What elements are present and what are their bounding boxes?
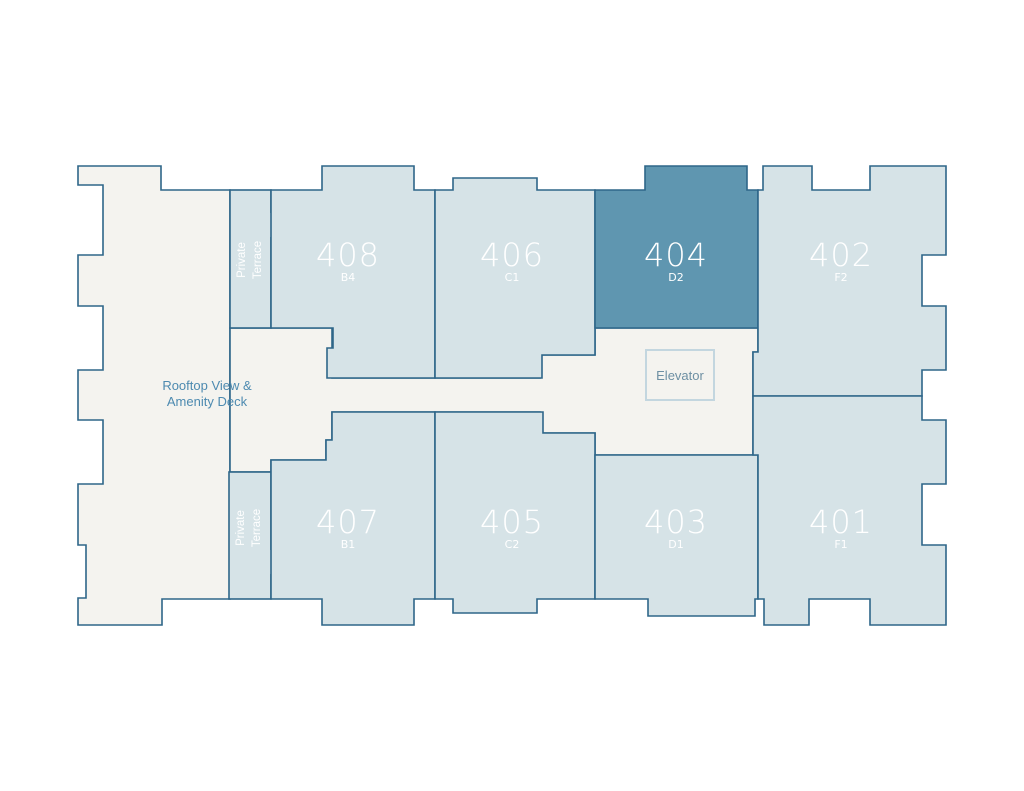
unit-403-number: 403 xyxy=(644,503,708,541)
amenity-deck-label: Rooftop View & Amenity Deck xyxy=(162,378,252,409)
unit-401-code: F1 xyxy=(834,538,847,551)
unit-402-code: F2 xyxy=(834,271,847,284)
unit-405-code: C2 xyxy=(505,538,520,551)
unit-407-code: B1 xyxy=(341,538,356,551)
unit-404-shape[interactable] xyxy=(594,165,759,329)
unit-405[interactable]: 405 C2 xyxy=(434,411,596,614)
terrace-bottom-label-2: Terrace xyxy=(251,509,263,547)
terrace-top-label-1: Private xyxy=(236,242,248,278)
unit-403[interactable]: 403 D1 xyxy=(594,454,759,617)
terrace-bottom-label-1: Private xyxy=(235,510,247,546)
private-terrace-bottom: Private Terrace xyxy=(228,471,273,600)
amenity-label-line2: Amenity Deck xyxy=(167,394,248,409)
elevator-label: Elevator xyxy=(656,368,704,383)
unit-402-number: 402 xyxy=(809,236,873,274)
unit-402-shape[interactable] xyxy=(752,165,947,397)
elevator-box xyxy=(645,349,715,401)
terrace-top-label-2: Terrace xyxy=(252,241,264,279)
unit-403-code: D1 xyxy=(668,538,683,551)
unit-408-number: 408 xyxy=(316,236,380,274)
amenity-label-line1: Rooftop View & xyxy=(162,378,252,393)
elevator: Elevator xyxy=(645,349,715,401)
unit-408-code: B4 xyxy=(341,271,356,284)
unit-402[interactable]: 402 F2 xyxy=(752,165,947,397)
unit-401[interactable]: 401 F1 xyxy=(752,395,947,626)
unit-405-shape[interactable] xyxy=(434,411,596,614)
unit-401-number: 401 xyxy=(809,503,873,541)
unit-405-number: 405 xyxy=(480,503,544,541)
terrace-top-shape xyxy=(229,189,272,329)
unit-407-number: 407 xyxy=(316,503,380,541)
private-terrace-top: Private Terrace xyxy=(229,189,273,329)
unit-401-shape[interactable] xyxy=(752,395,947,626)
unit-406-number: 406 xyxy=(480,236,544,274)
unit-404-code: D2 xyxy=(668,271,683,284)
unit-404-number: 404 xyxy=(644,236,708,274)
unit-406-code: C1 xyxy=(505,271,520,284)
unit-406[interactable]: 406 C1 xyxy=(434,177,596,379)
unit-404[interactable]: 404 D2 xyxy=(594,165,759,329)
